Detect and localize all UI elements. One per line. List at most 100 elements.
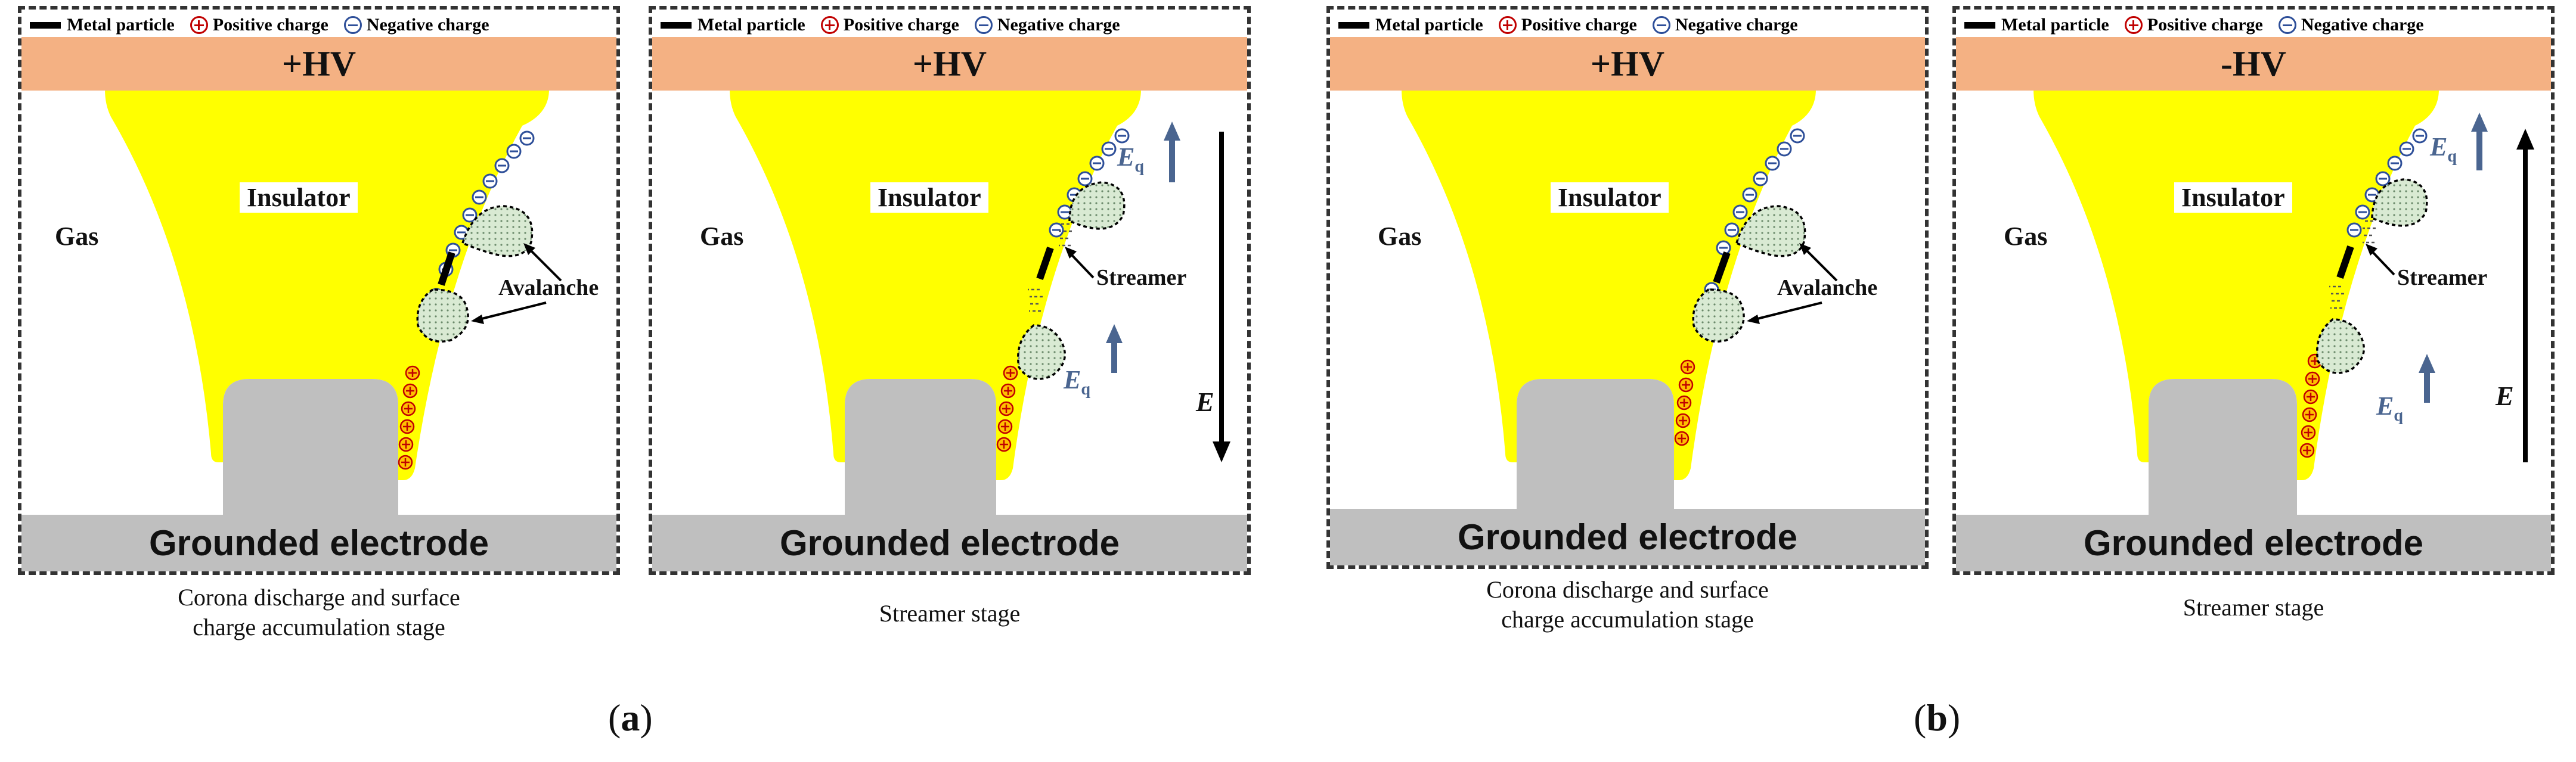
positive-charge-icon bbox=[190, 16, 208, 34]
caption-a1: Corona discharge and surface charge accu… bbox=[18, 583, 620, 642]
hv-electrode: -HV bbox=[1956, 37, 2551, 91]
avalanche-upper bbox=[461, 205, 534, 257]
caption-b1-line1: Corona discharge and surface bbox=[1486, 576, 1769, 603]
legend-metal-label: Metal particle bbox=[698, 15, 805, 35]
figure-label-b: (b) bbox=[1914, 696, 1960, 740]
gas-label: Gas bbox=[55, 222, 99, 251]
eq-main: E bbox=[1117, 142, 1135, 172]
avalanche-lower bbox=[1692, 288, 1745, 343]
streamer-label: Streamer bbox=[2397, 265, 2488, 290]
legend-metal-label: Metal particle bbox=[1375, 15, 1483, 35]
legend-positive-label: Positive charge bbox=[843, 15, 959, 35]
gas-label: Gas bbox=[2004, 222, 2048, 251]
hv-electrode: +HV bbox=[652, 37, 1247, 91]
electrode-bump bbox=[845, 379, 996, 522]
metal-particle bbox=[1036, 247, 1054, 280]
panel-a1: Metal particle Positive charge Negative … bbox=[18, 6, 620, 575]
negative-charge-icon bbox=[343, 16, 362, 34]
avalanche-label: Avalanche bbox=[498, 275, 599, 300]
insulator-body bbox=[105, 89, 549, 480]
caption-a2: Streamer stage bbox=[649, 599, 1251, 629]
label-a-close: ) bbox=[640, 696, 653, 739]
legend-positive-label: Positive charge bbox=[2147, 15, 2263, 35]
legend-metal-particle: Metal particle bbox=[661, 15, 805, 35]
panel-a1-drawing bbox=[105, 89, 562, 522]
legend-metal-label: Metal particle bbox=[2001, 15, 2109, 35]
grounded-electrode: Grounded electrode bbox=[1956, 515, 2551, 571]
insulator-label: Insulator bbox=[2174, 182, 2292, 213]
avalanche-upper bbox=[1068, 181, 1126, 230]
e-field-label: E bbox=[1196, 387, 1214, 417]
negative-charge-icon bbox=[974, 16, 993, 34]
label-a-letter: a bbox=[621, 696, 640, 739]
eq-label-upper: Eq bbox=[1117, 142, 1144, 176]
metal-particle-swatch bbox=[1338, 21, 1369, 29]
legend-positive-label: Positive charge bbox=[212, 15, 328, 35]
negative-charge-icon bbox=[2278, 16, 2296, 34]
legend-positive-charge: Positive charge bbox=[2124, 15, 2263, 35]
avalanche-lower bbox=[2316, 318, 2365, 374]
grounded-electrode: Grounded electrode bbox=[652, 515, 1247, 571]
eq-sub: q bbox=[1134, 157, 1144, 176]
insulator-body bbox=[730, 89, 1141, 480]
caption-a1-line1: Corona discharge and surface bbox=[178, 584, 460, 611]
label-a-open: ( bbox=[608, 696, 621, 739]
eq-main: E bbox=[1064, 365, 1081, 394]
caption-a1-line2: charge accumulation stage bbox=[193, 614, 445, 640]
positive-charge-icon bbox=[1498, 16, 1517, 34]
eq-label-lower: Eq bbox=[1064, 365, 1090, 399]
legend-metal-particle: Metal particle bbox=[1338, 15, 1483, 35]
metal-particle bbox=[2336, 245, 2354, 279]
panel-a2: Metal particle Positive charge Negative … bbox=[649, 6, 1251, 575]
panel-b1-drawing bbox=[1402, 89, 1838, 516]
insulator-label: Insulator bbox=[1551, 182, 1669, 213]
eq-label-lower: Eq bbox=[2376, 391, 2403, 425]
metal-particle-swatch bbox=[1964, 21, 1995, 29]
eq-sub: q bbox=[1081, 380, 1090, 399]
label-b-letter: b bbox=[1926, 696, 1948, 739]
caption-b2: Streamer stage bbox=[1952, 593, 2555, 623]
legend-negative-charge: Negative charge bbox=[974, 15, 1120, 35]
avalanche-lower bbox=[416, 288, 469, 343]
legend-negative-charge: Negative charge bbox=[343, 15, 489, 35]
positive-charges bbox=[2299, 353, 2323, 458]
avalanche-lower bbox=[1017, 324, 1066, 380]
hv-electrode: +HV bbox=[1330, 37, 1925, 91]
legend: Metal particle Positive charge Negative … bbox=[661, 13, 1136, 37]
figure-label-a: (a) bbox=[608, 696, 653, 740]
electrode-bump bbox=[2149, 379, 2297, 522]
legend-negative-charge: Negative charge bbox=[1652, 15, 1798, 35]
label-b-close: ) bbox=[1947, 696, 1961, 739]
legend-negative-label: Negative charge bbox=[1675, 15, 1798, 35]
panel-b1: Metal particle Positive charge Negative … bbox=[1326, 6, 1929, 569]
legend-negative-label: Negative charge bbox=[2301, 15, 2424, 35]
caption-a2-line1: Streamer stage bbox=[879, 600, 1021, 627]
insulator-label: Insulator bbox=[870, 182, 988, 213]
eq-label-upper: Eq bbox=[2430, 132, 2457, 166]
insulator-label: Insulator bbox=[240, 182, 358, 213]
legend-negative-charge: Negative charge bbox=[2278, 15, 2424, 35]
eq-sub: q bbox=[2447, 147, 2457, 166]
eq-sub: q bbox=[2394, 406, 2403, 425]
gas-label: Gas bbox=[700, 222, 744, 251]
caption-b1: Corona discharge and surface charge accu… bbox=[1326, 575, 1929, 635]
legend-metal-particle: Metal particle bbox=[1964, 15, 2109, 35]
electrode-bump bbox=[223, 379, 398, 522]
legend-metal-label: Metal particle bbox=[67, 15, 175, 35]
negative-charge-icon bbox=[1652, 16, 1670, 34]
grounded-electrode: Grounded electrode bbox=[1330, 509, 1925, 565]
legend-positive-label: Positive charge bbox=[1521, 15, 1637, 35]
streamer-channel bbox=[2329, 220, 2376, 309]
electrode-bump bbox=[1517, 379, 1674, 516]
grounded-electrode: Grounded electrode bbox=[21, 515, 616, 571]
e-field-label: E bbox=[2496, 381, 2514, 411]
panel-a2-drawing bbox=[730, 89, 1230, 522]
avalanche-upper bbox=[2371, 178, 2428, 227]
hv-electrode: +HV bbox=[21, 37, 616, 91]
streamer-label: Streamer bbox=[1096, 265, 1187, 290]
caption-b2-line1: Streamer stage bbox=[2183, 594, 2324, 621]
legend-positive-charge: Positive charge bbox=[820, 15, 959, 35]
eq-main: E bbox=[2376, 391, 2394, 421]
metal-particle bbox=[438, 251, 455, 286]
gas-label: Gas bbox=[1378, 222, 1422, 251]
